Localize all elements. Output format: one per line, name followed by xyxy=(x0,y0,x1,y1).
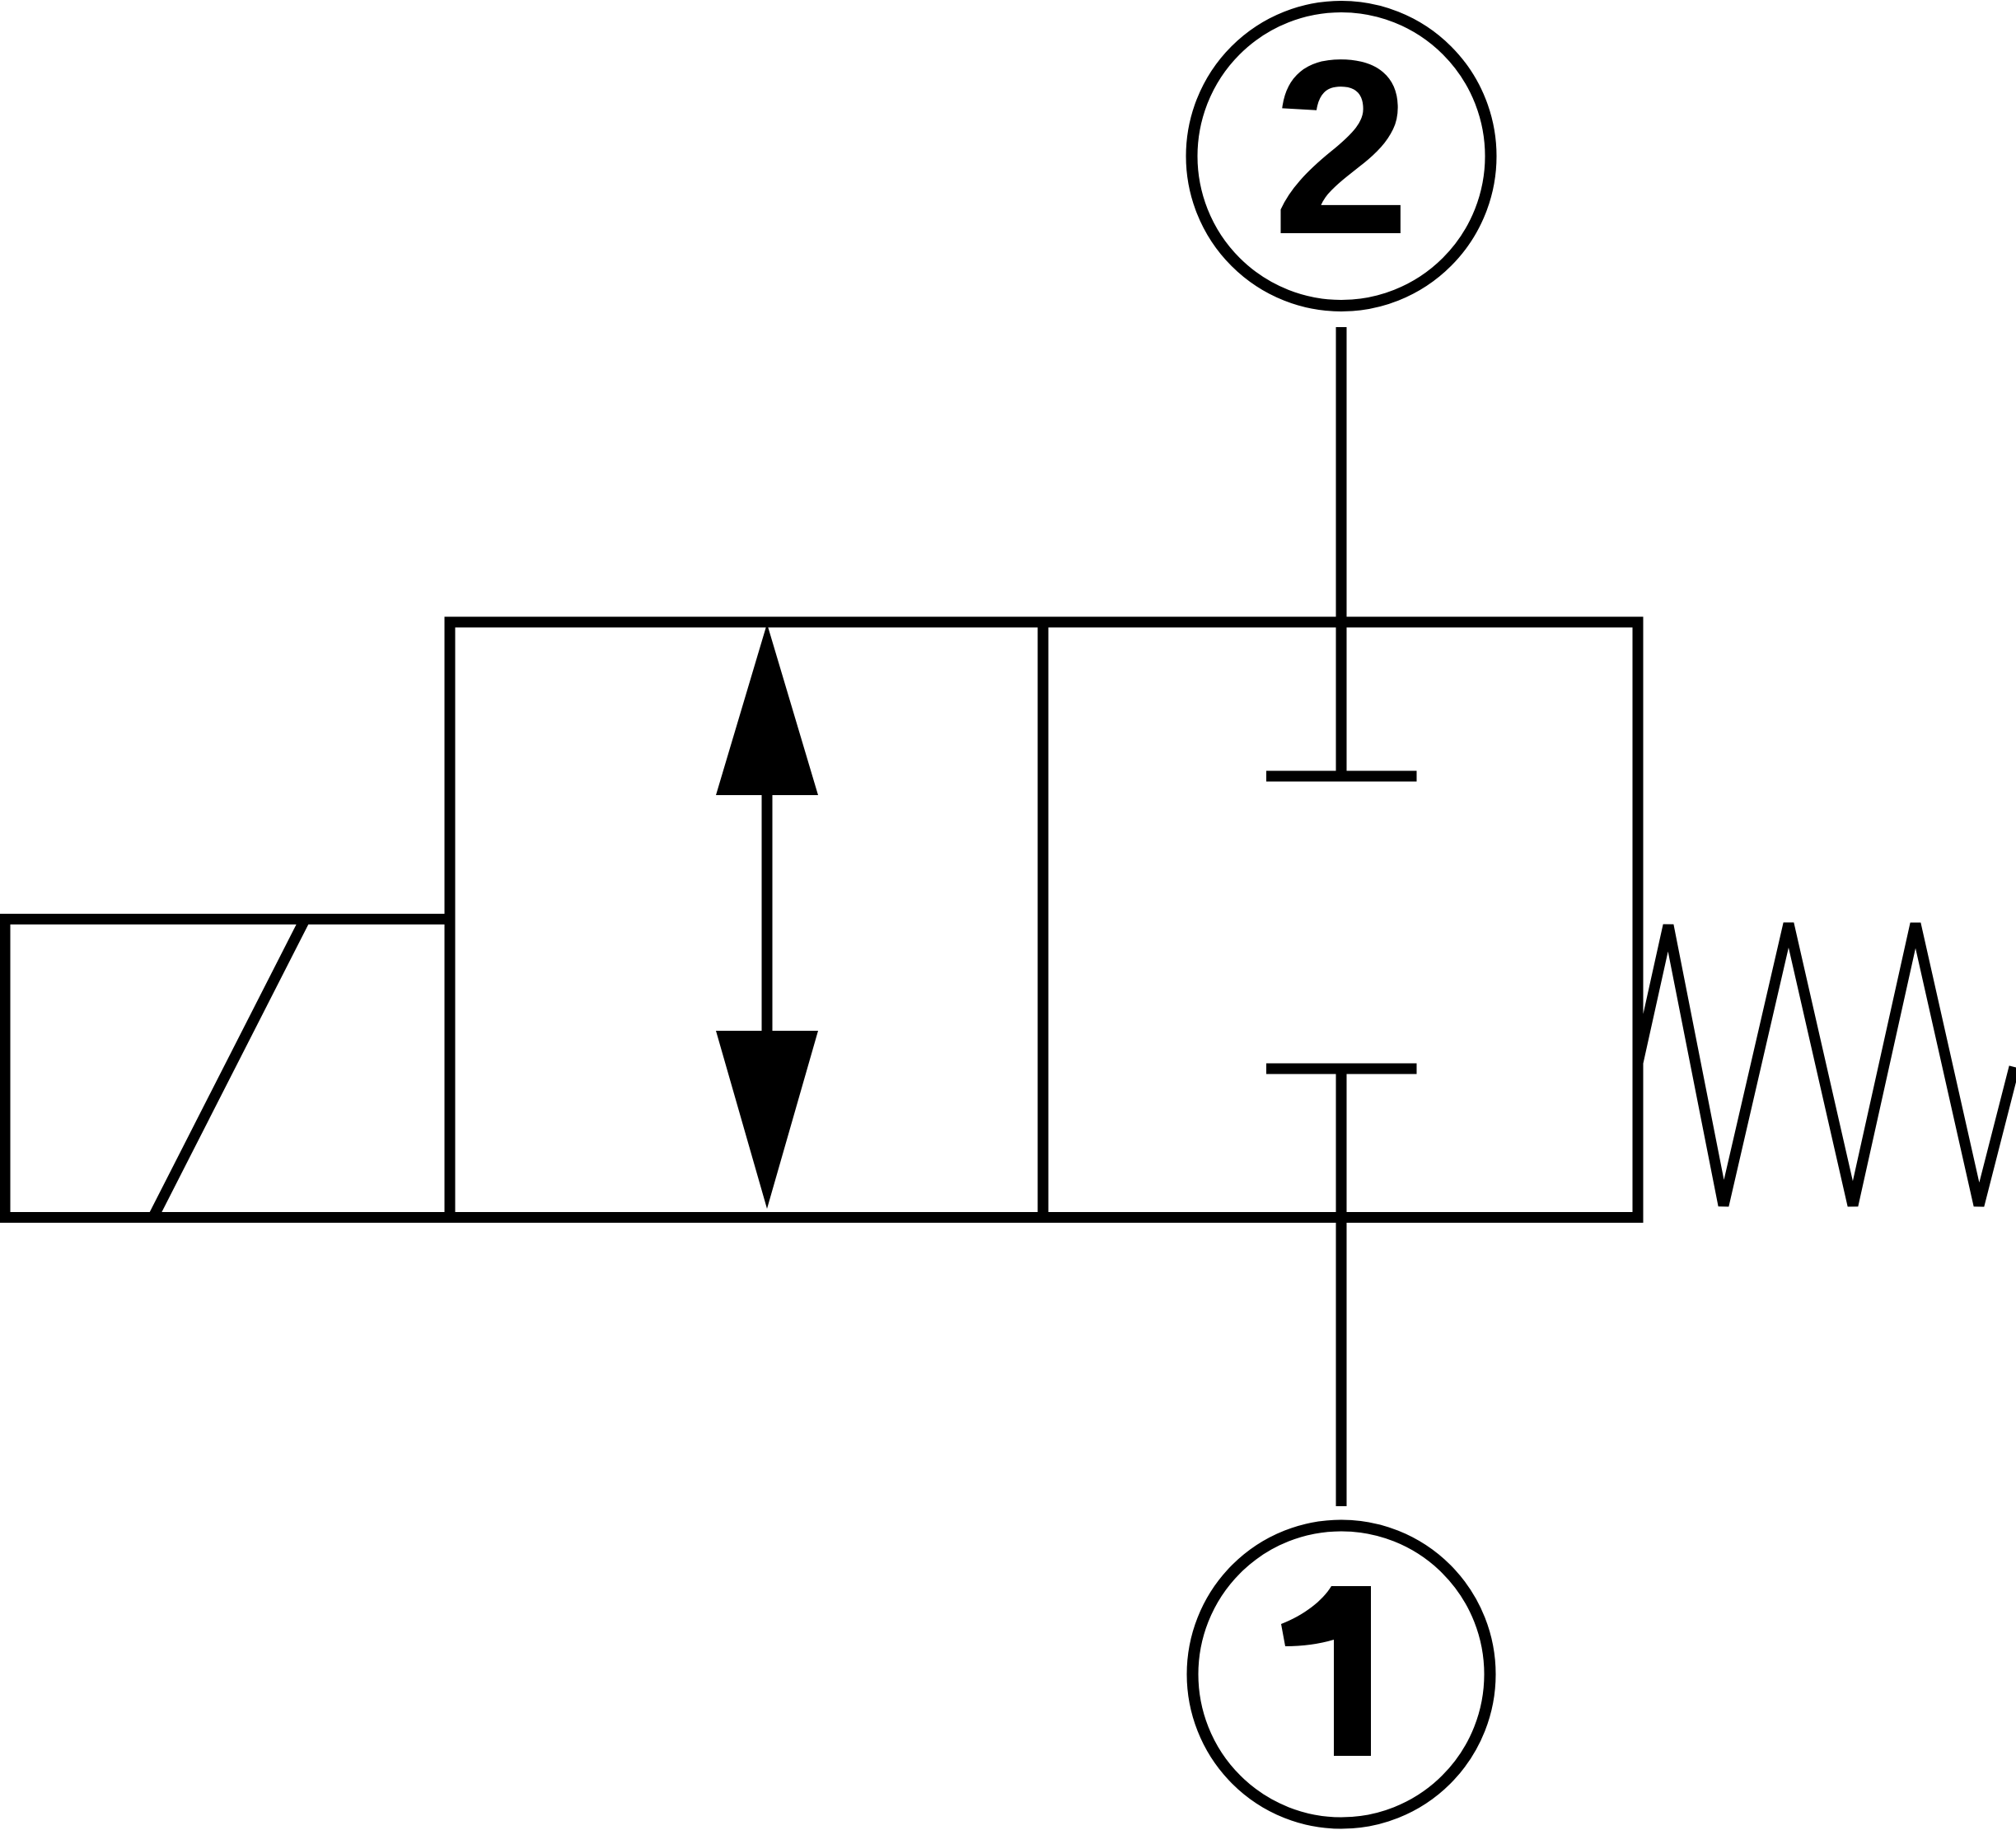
svg-text:2: 2 xyxy=(1272,8,1410,286)
